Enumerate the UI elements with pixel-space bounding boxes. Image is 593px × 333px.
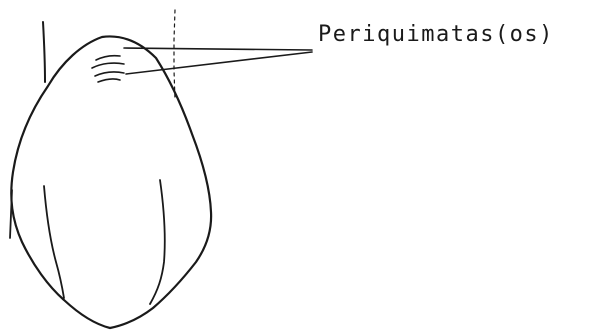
perikymata-line-2 (92, 63, 124, 68)
left-guide-line (43, 22, 45, 82)
right-guide-line (174, 10, 175, 100)
perikymata-line-4 (98, 79, 120, 82)
perikymata-line-3 (95, 72, 124, 76)
pointer-line-upper (124, 48, 312, 50)
right-ridge-line (150, 180, 165, 304)
left-edge-stroke (10, 190, 12, 238)
perikymata-label: Periquimatas(os) (318, 22, 554, 47)
crown-outline (11, 36, 211, 328)
perikymata-line-1 (96, 56, 120, 60)
